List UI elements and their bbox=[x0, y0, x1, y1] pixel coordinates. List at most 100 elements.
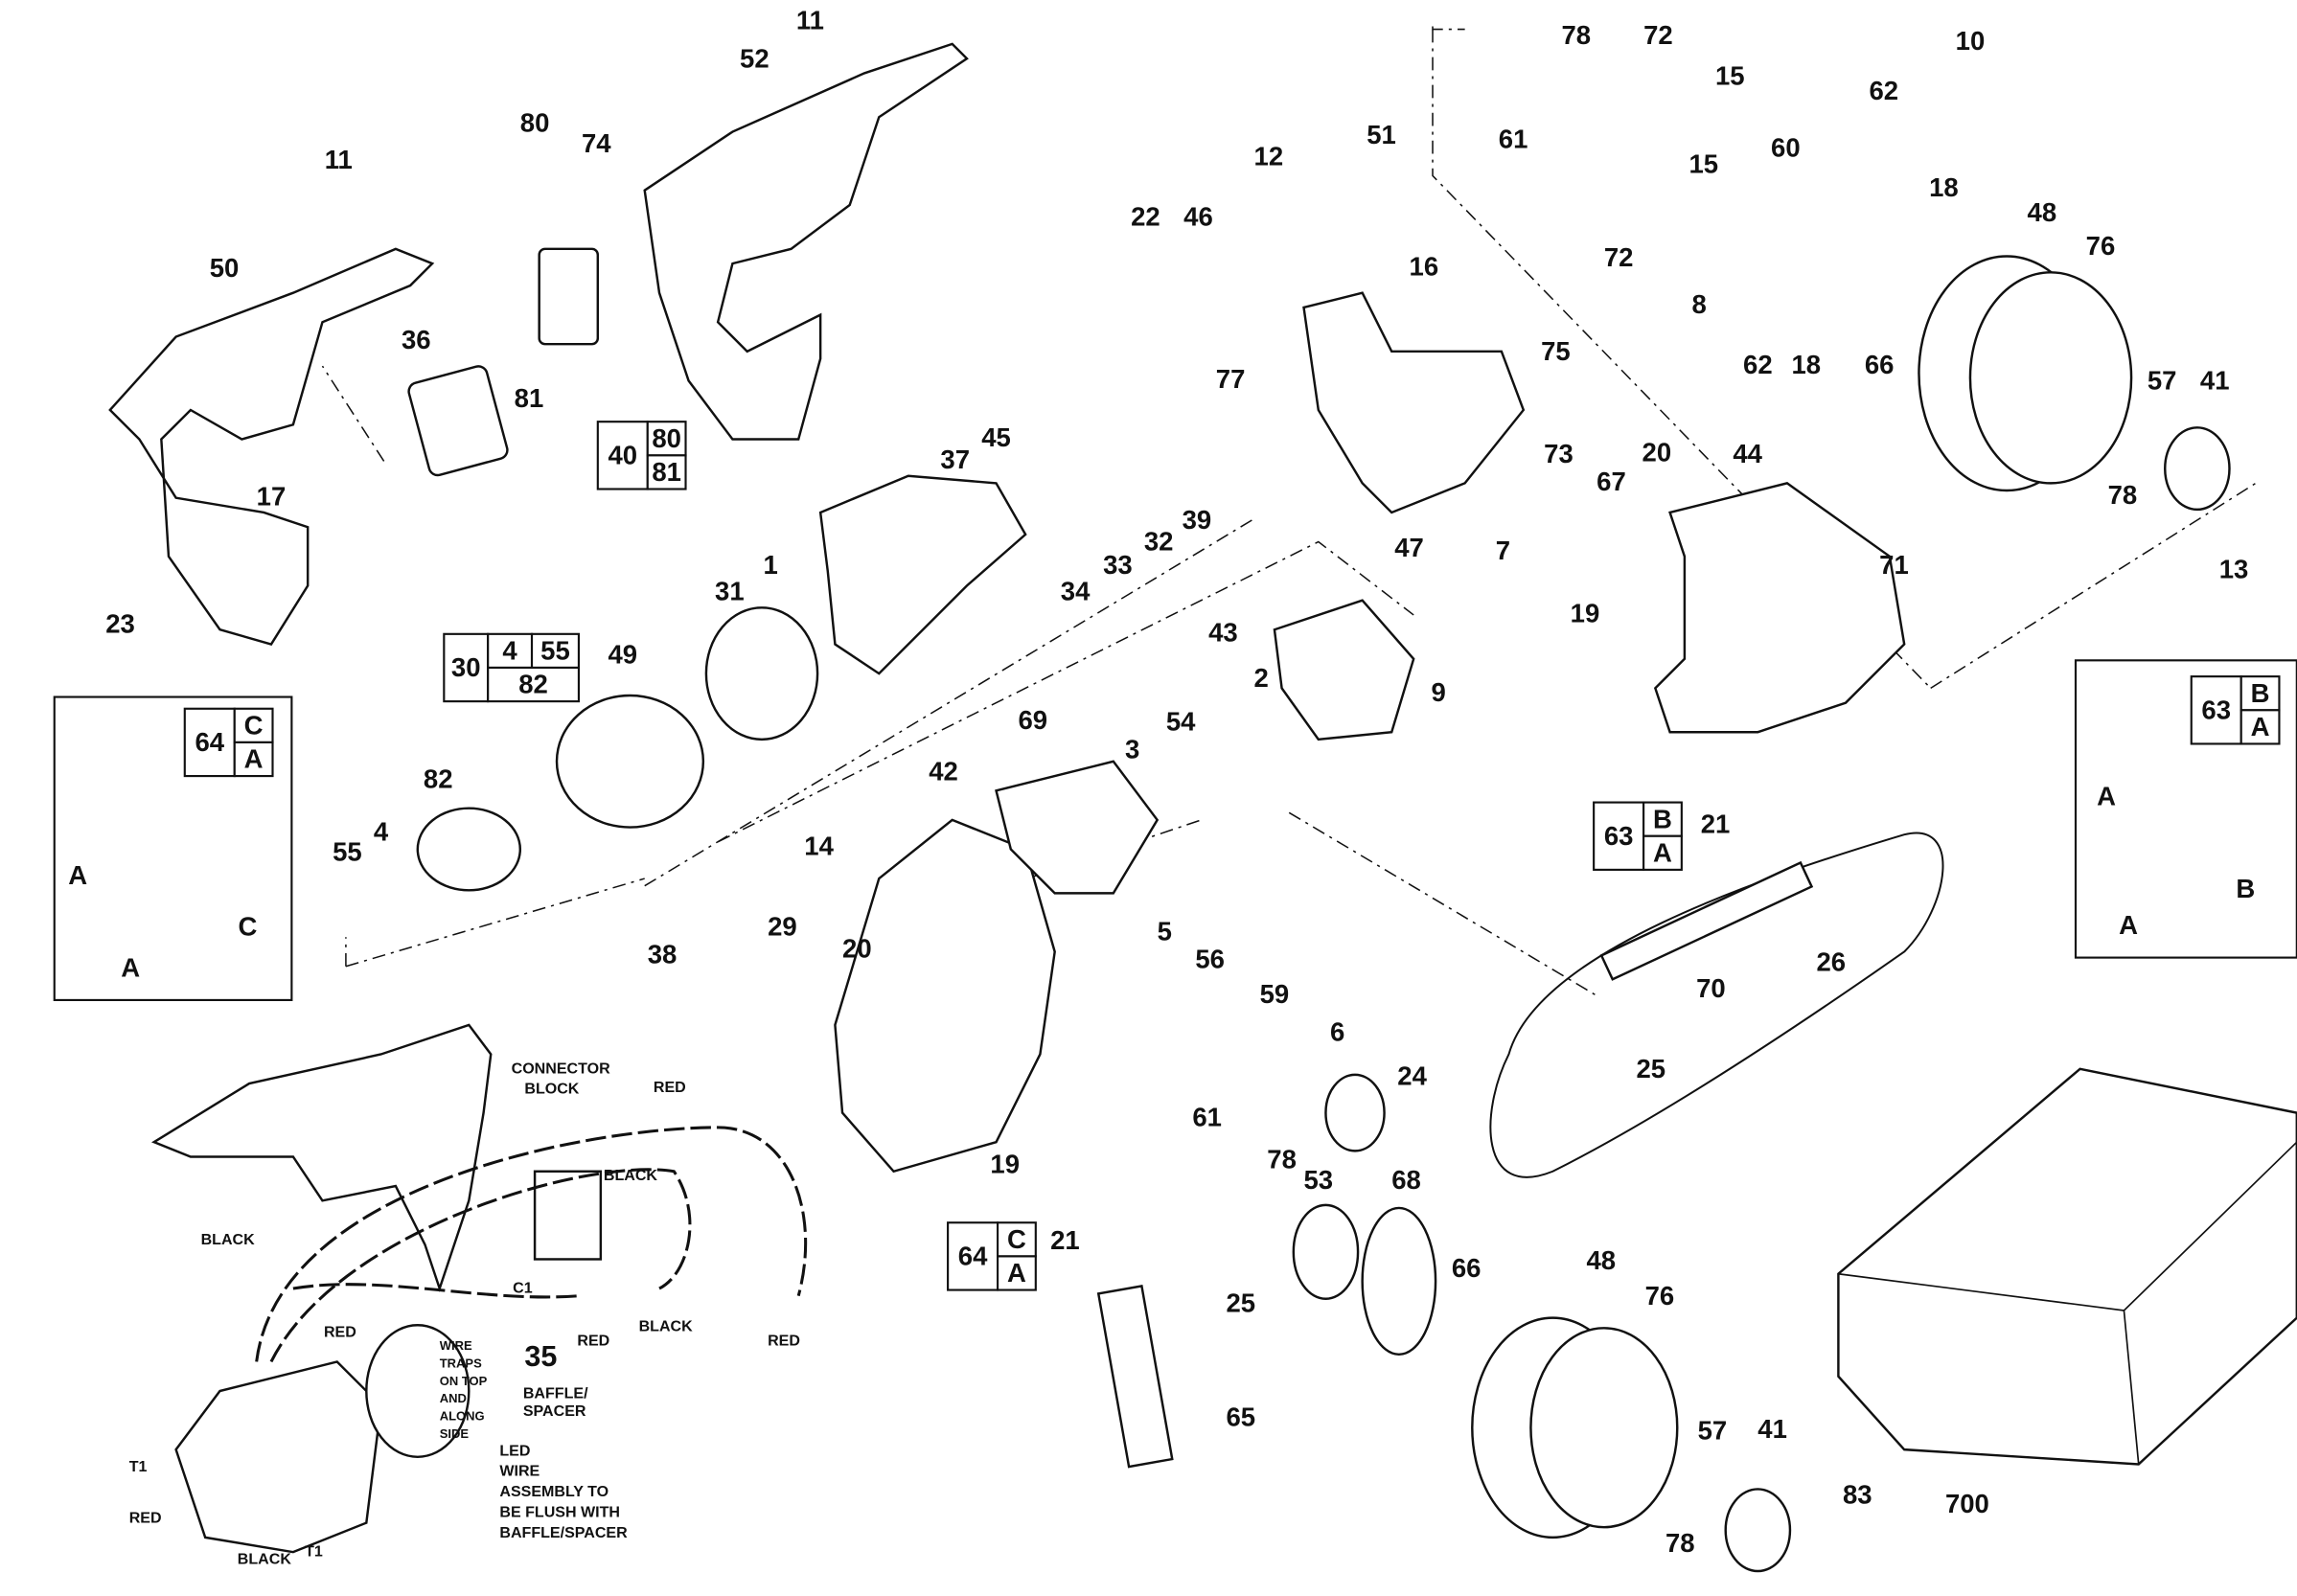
wiring-note: BAFFLE/SPACER bbox=[499, 1524, 628, 1541]
callout-number: 20 bbox=[842, 934, 872, 964]
callout-number: 700 bbox=[1945, 1489, 1989, 1518]
callout-number: 20 bbox=[1642, 437, 1672, 467]
gear-53 bbox=[1292, 1203, 1360, 1300]
cover-43 bbox=[1273, 599, 1415, 741]
group-box-cell bbox=[183, 707, 236, 778]
callout-number: 83 bbox=[1843, 1480, 1872, 1510]
callout-number: 6 bbox=[1330, 1017, 1344, 1047]
group-box-label: 55 bbox=[540, 636, 570, 666]
callout-number: 21 bbox=[1050, 1225, 1080, 1255]
callout-number: 2 bbox=[1254, 663, 1269, 693]
callout-number: 26 bbox=[1816, 946, 1846, 976]
callout-number: 5 bbox=[1158, 916, 1172, 946]
callout-number: 25 bbox=[1636, 1054, 1665, 1083]
wiring-note: C1 bbox=[513, 1280, 533, 1297]
housing-half-52 bbox=[643, 42, 969, 441]
group-box-cell bbox=[997, 1221, 1037, 1258]
armature-82 bbox=[416, 807, 522, 892]
callout-number: 48 bbox=[2028, 197, 2057, 227]
gear-housing-45 bbox=[818, 474, 1027, 675]
bracket-47 bbox=[1302, 291, 1526, 514]
callout-number: 31 bbox=[715, 577, 745, 606]
wiring-note: LED bbox=[499, 1442, 530, 1459]
hub-41-top bbox=[2164, 426, 2231, 512]
callout-number: 59 bbox=[1260, 979, 1290, 1009]
group-box-label: A bbox=[244, 744, 264, 774]
callout-number: 11 bbox=[796, 6, 824, 35]
callout-number: 73 bbox=[1544, 439, 1573, 468]
group-box-label: 63 bbox=[1604, 821, 1634, 851]
inset-letter: C bbox=[239, 912, 258, 942]
group-box-cell bbox=[596, 421, 649, 490]
wheel-cover-44 bbox=[1653, 482, 1906, 734]
callout-number: 56 bbox=[1195, 944, 1225, 973]
motor-assembly bbox=[174, 1360, 382, 1554]
tire-76-bottom bbox=[1529, 1327, 1679, 1529]
belt-68 bbox=[1361, 1206, 1437, 1357]
callout-number: 47 bbox=[1394, 533, 1424, 562]
group-box-label: C bbox=[244, 711, 264, 741]
group-box-cell bbox=[1642, 834, 1683, 871]
wiring-note: SPACER bbox=[523, 1402, 586, 1420]
wiring-note: RED bbox=[768, 1333, 800, 1350]
group-box-label: 64 bbox=[195, 727, 224, 757]
assembly-lines bbox=[321, 26, 2257, 996]
wiring-note: AND bbox=[440, 1391, 467, 1405]
group-box-label: B bbox=[2251, 678, 2270, 708]
carrying-case-700 bbox=[1837, 1067, 2297, 1466]
callout-number: 65 bbox=[1226, 1402, 1255, 1432]
callout-number: 41 bbox=[1757, 1414, 1787, 1444]
wiring-note: BE FLUSH WITH bbox=[499, 1503, 620, 1520]
callout-number: 15 bbox=[1688, 148, 1718, 178]
callout-number: 37 bbox=[940, 445, 970, 474]
blade-guide-70 bbox=[1599, 860, 1814, 981]
tire-76-top bbox=[1968, 271, 2133, 485]
callout-number: 66 bbox=[1452, 1253, 1482, 1283]
group-box-cell bbox=[487, 666, 581, 703]
callout-number: 18 bbox=[1791, 350, 1821, 379]
callout-number: 78 bbox=[1267, 1145, 1297, 1174]
wiring-note: WIRE bbox=[440, 1338, 472, 1353]
inset-letter: A bbox=[121, 952, 140, 982]
group-box-label: C bbox=[1007, 1224, 1026, 1254]
wiring-note: 35 bbox=[524, 1340, 557, 1373]
wiring-note: RED bbox=[324, 1323, 356, 1340]
wiring-note: WIRE bbox=[499, 1463, 540, 1480]
group-box-label: A bbox=[1007, 1258, 1026, 1288]
callout-number: 42 bbox=[929, 757, 958, 787]
callout-number: 44 bbox=[1733, 439, 1762, 468]
callout-number: 49 bbox=[608, 639, 637, 669]
group-box-cell bbox=[947, 1221, 999, 1291]
callout-number: 17 bbox=[257, 481, 287, 511]
connector-block bbox=[533, 1170, 603, 1261]
group-box-cell bbox=[646, 421, 687, 457]
callout-number: 82 bbox=[424, 764, 453, 793]
inset-letter: A bbox=[2097, 782, 2116, 811]
callout-number: 21 bbox=[1701, 809, 1731, 839]
callout-number: 61 bbox=[1499, 124, 1528, 153]
group-box-label: 63 bbox=[2201, 695, 2231, 724]
handle-half bbox=[150, 1023, 493, 1292]
motor-can-31 bbox=[704, 606, 819, 741]
wiring-note: BAFFLE/ bbox=[523, 1385, 588, 1402]
callout-number: 25 bbox=[1226, 1288, 1255, 1317]
inset-letter: B bbox=[2236, 874, 2255, 903]
callout-number: 1 bbox=[764, 550, 778, 580]
hub-41-bottom bbox=[1724, 1488, 1792, 1573]
switch-40 bbox=[538, 247, 600, 346]
wiring-note: BLACK bbox=[604, 1167, 658, 1184]
wiring-note: CONNECTOR bbox=[512, 1060, 610, 1077]
callout-number: 61 bbox=[1192, 1102, 1222, 1131]
callout-number: 74 bbox=[582, 128, 611, 158]
callout-number: 76 bbox=[1645, 1281, 1675, 1311]
inset-letter: A bbox=[2119, 910, 2138, 940]
callout-number: 57 bbox=[1698, 1415, 1728, 1445]
callout-number: 80 bbox=[520, 108, 550, 138]
callout-number: 69 bbox=[1018, 705, 1047, 735]
callout-number: 23 bbox=[105, 608, 135, 638]
saw-blade bbox=[1489, 832, 1944, 1178]
group-box-cell bbox=[646, 454, 687, 490]
